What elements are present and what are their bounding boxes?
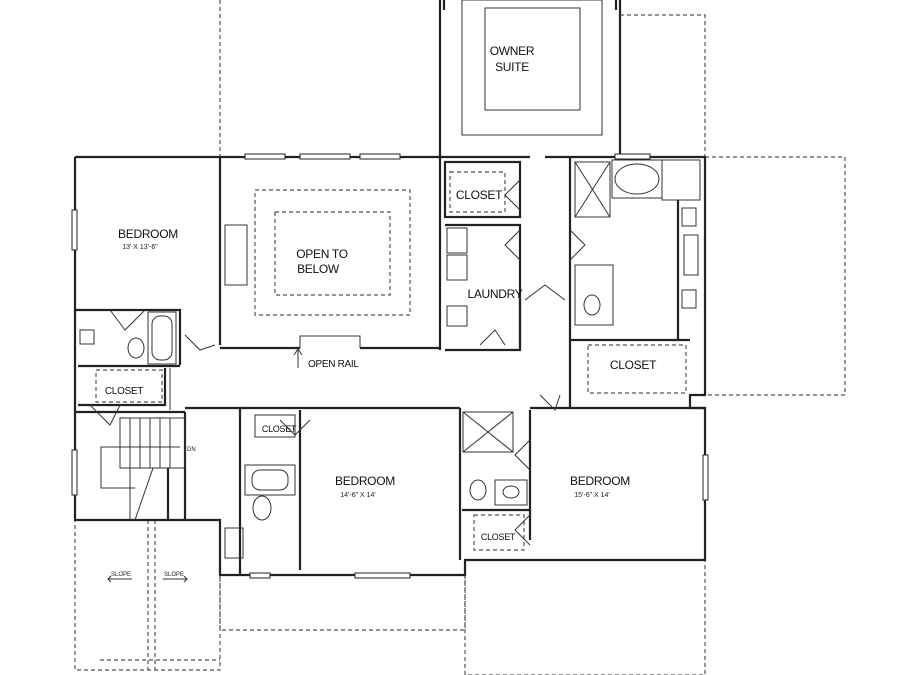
closet-left-label: CLOSET (105, 386, 143, 397)
owner-suite-label-2: SUITE (495, 60, 529, 74)
slope-left-label: SLOPE (111, 572, 131, 578)
bedroom-mid-dims: 14'-6" X 14' (340, 492, 376, 499)
bedroom-right-label: BEDROOM (570, 474, 630, 488)
open-to-below-label-2: BELOW (297, 262, 340, 276)
owner-suite (438, 0, 622, 157)
slope-left: SLOPE (107, 572, 132, 583)
closet-mid-label: CLOSET (262, 424, 297, 434)
owner-suite-label: OWNER (490, 44, 535, 58)
bedroom-left-dims: 13' X 13'-6" (122, 244, 158, 251)
laundry-label: LAUNDRY (467, 287, 522, 301)
roof-outlines (74, 0, 846, 675)
closet-owner-label: CLOSET (610, 358, 657, 372)
open-rail-annotation: OPEN RAIL (293, 348, 360, 370)
closet-top-label: CLOSET (456, 188, 503, 202)
slope-right-label: SLOPE (164, 572, 184, 578)
walls (71, 153, 709, 579)
closet-right-label: CLOSET (481, 532, 516, 542)
open-rail-label: OPEN RAIL (308, 359, 359, 370)
stairs (100, 417, 186, 521)
slope-right: SLOPE (163, 572, 188, 583)
open-to-below-label: OPEN TO (296, 247, 347, 261)
bedroom-right-dims: 15'-6" X 14' (574, 492, 610, 499)
stairs-down-label: DN (187, 447, 196, 453)
bedroom-left-label: BEDROOM (118, 227, 178, 241)
bedroom-mid-label: BEDROOM (335, 474, 395, 488)
